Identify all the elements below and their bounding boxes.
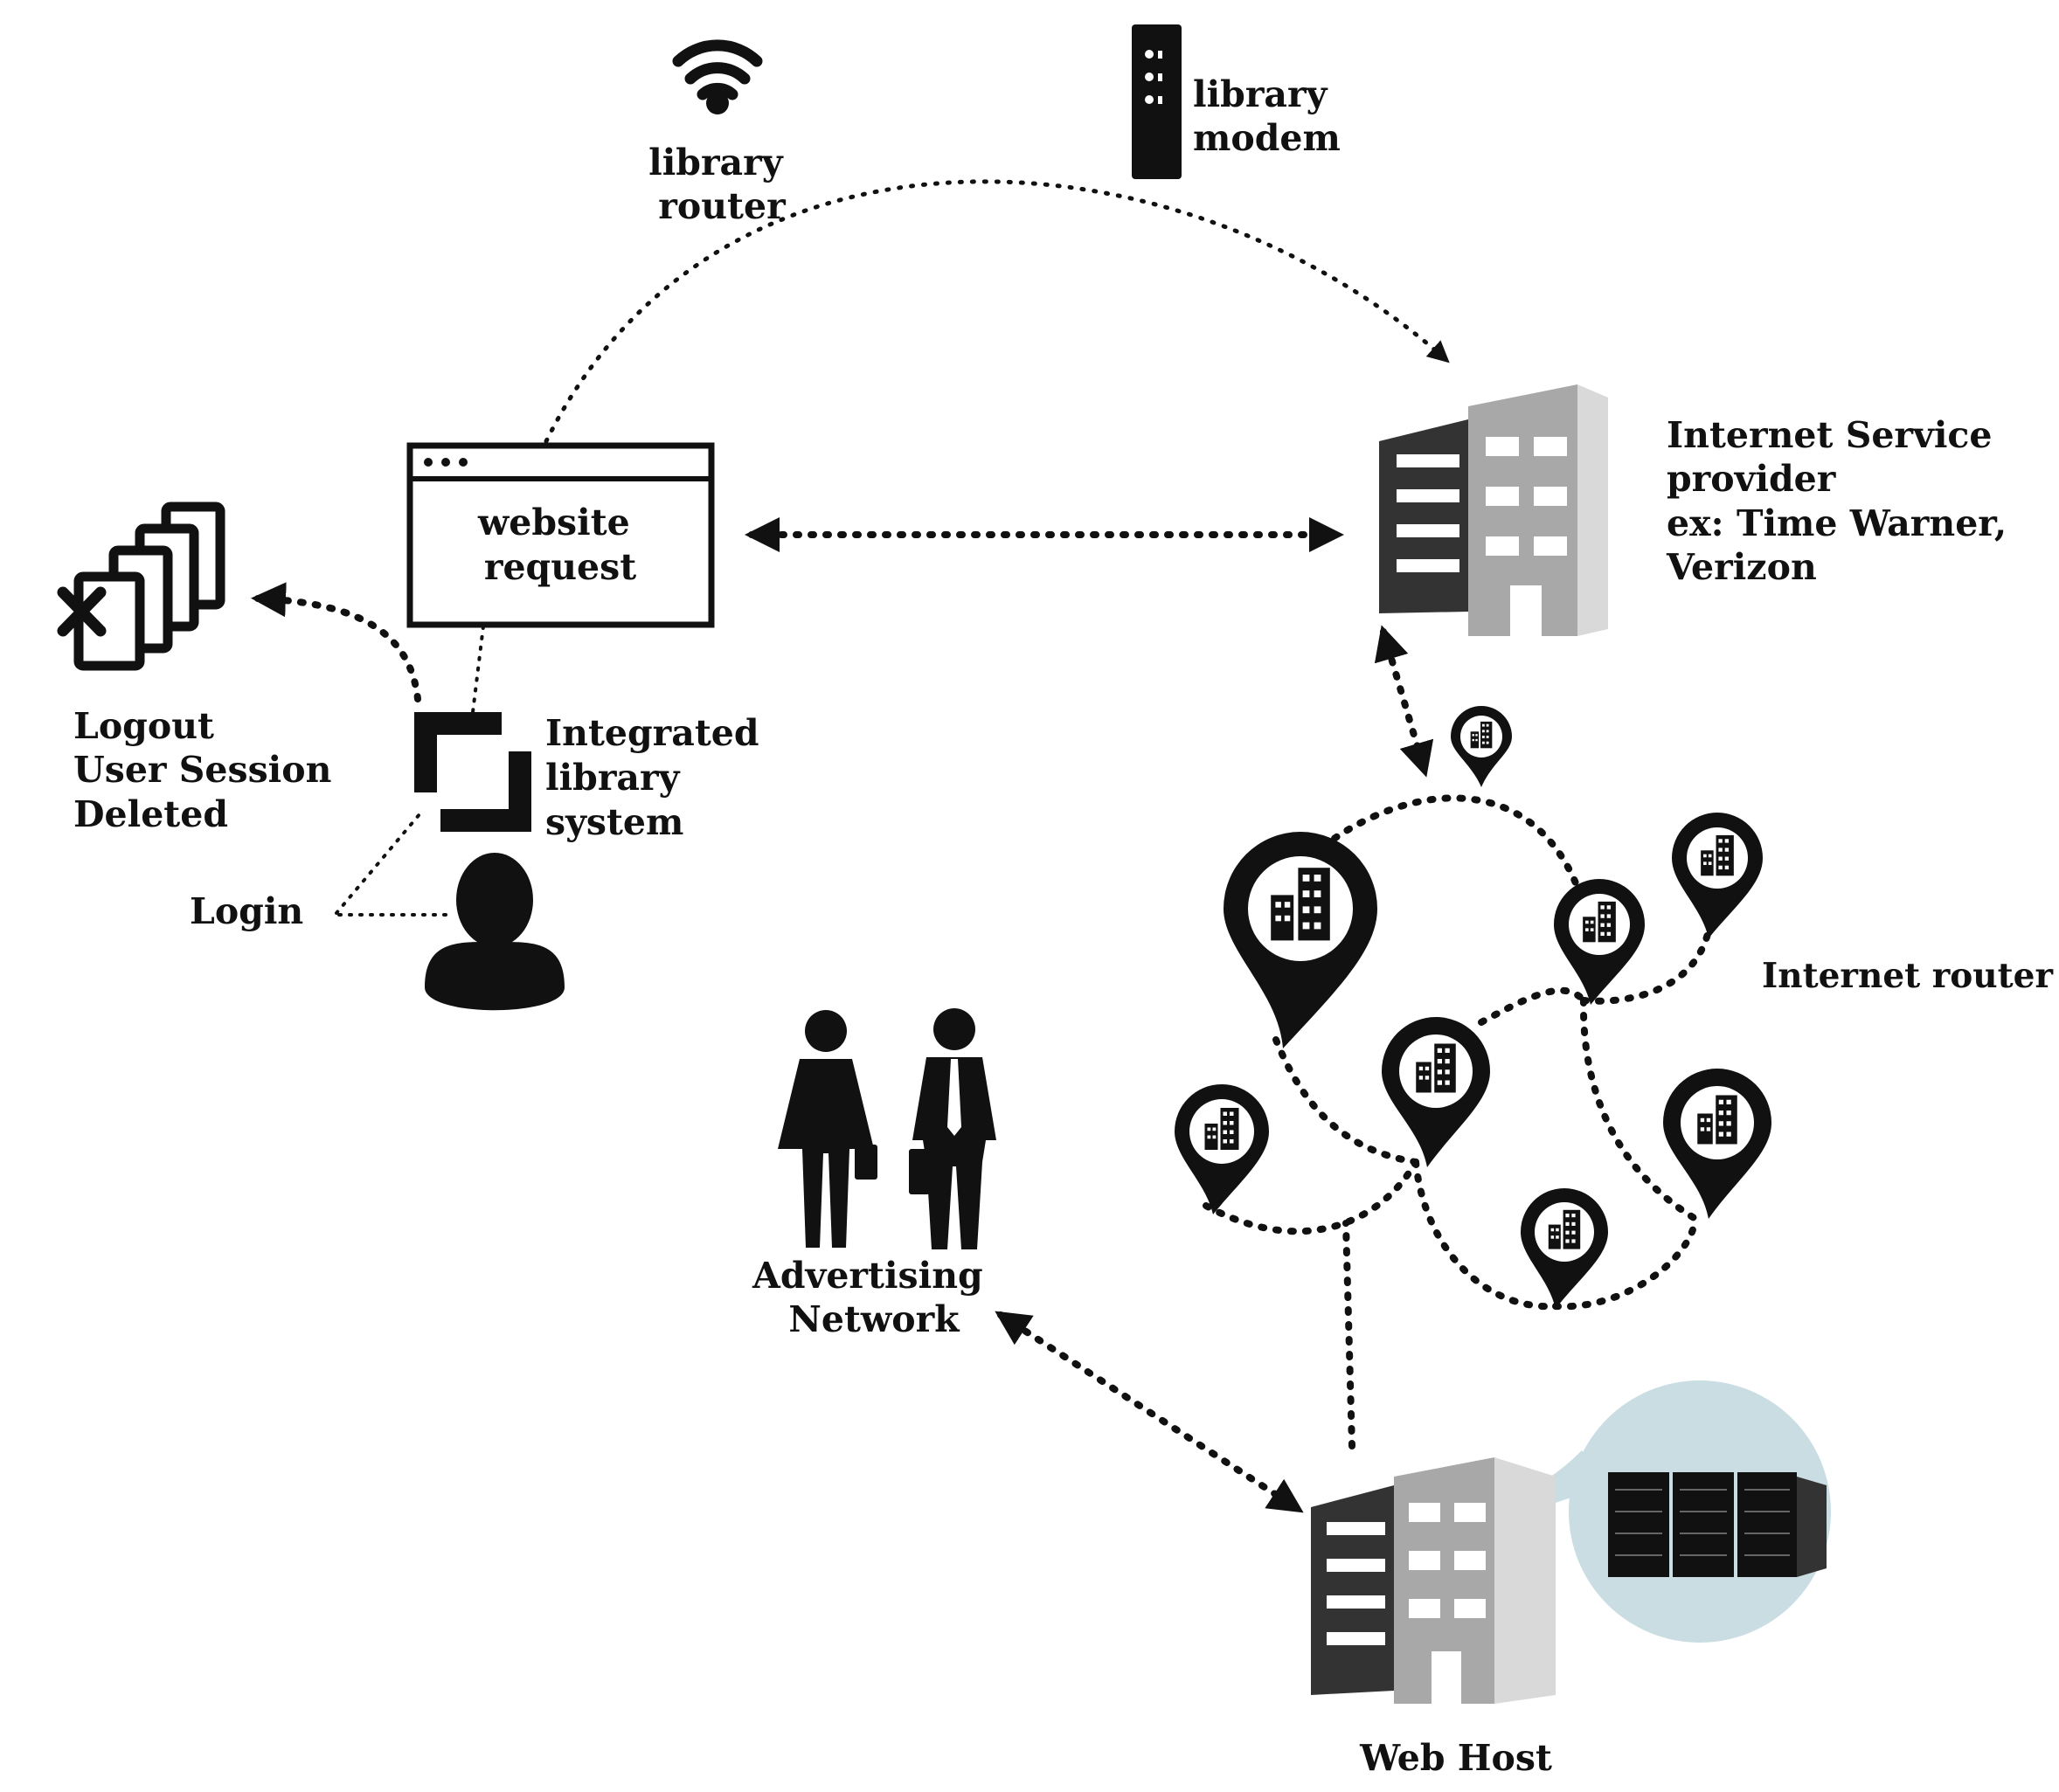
logout-label: Logout User Session Deleted <box>73 705 344 835</box>
connectors <box>251 179 1712 1513</box>
login-label: Login <box>190 890 303 932</box>
map-pin-building-icon <box>1175 1084 1269 1214</box>
internet-router-label: Internet router <box>1762 956 2053 996</box>
map-pin-building-icon <box>1521 1188 1608 1309</box>
ils-to-logout-link <box>251 582 421 702</box>
isp-to-routers-link <box>1374 625 1434 778</box>
map-pin-building-icon <box>1663 1069 1771 1219</box>
map-pin-building-icon <box>1672 813 1763 938</box>
isp-building-icon <box>1379 384 1608 636</box>
website-request-label: website request <box>477 502 642 588</box>
web-host-label: Web Host <box>1359 1737 1552 1779</box>
router-to-isp-arc <box>544 179 1450 444</box>
business-people-icon <box>778 1008 996 1249</box>
logout-stack-icon <box>73 502 225 671</box>
internet-router-pins <box>1175 706 1771 1309</box>
routers-to-webhost-link <box>1342 1220 1355 1450</box>
isp-label: Internet Service provider ex: Time Warne… <box>1666 414 2019 588</box>
website-to-ils-link <box>471 625 485 714</box>
ils-icon <box>414 712 531 832</box>
close-icon <box>57 586 107 637</box>
wifi-icon <box>672 39 763 114</box>
server-rack-icon <box>1608 1472 1827 1577</box>
router-mesh <box>1203 794 1712 1311</box>
login-to-ils-link <box>335 813 421 915</box>
map-pin-building-icon <box>1554 879 1645 1005</box>
user-icon <box>425 853 565 1011</box>
map-pin-building-icon <box>1382 1017 1490 1167</box>
ils-label: Integrated library system <box>545 712 772 843</box>
library-router-label: library router <box>648 142 795 227</box>
web-host-building-icon <box>1311 1457 1556 1704</box>
library-modem-label: library modem <box>1193 73 1341 159</box>
map-pin-building-icon <box>1451 706 1512 787</box>
browser-window-icon <box>406 442 715 628</box>
map-pin-building-icon <box>1224 832 1377 1048</box>
modem-icon <box>1132 24 1182 179</box>
ad-to-webhost-link <box>995 1311 1304 1513</box>
advertising-network-label: Advertising Network <box>752 1255 995 1340</box>
